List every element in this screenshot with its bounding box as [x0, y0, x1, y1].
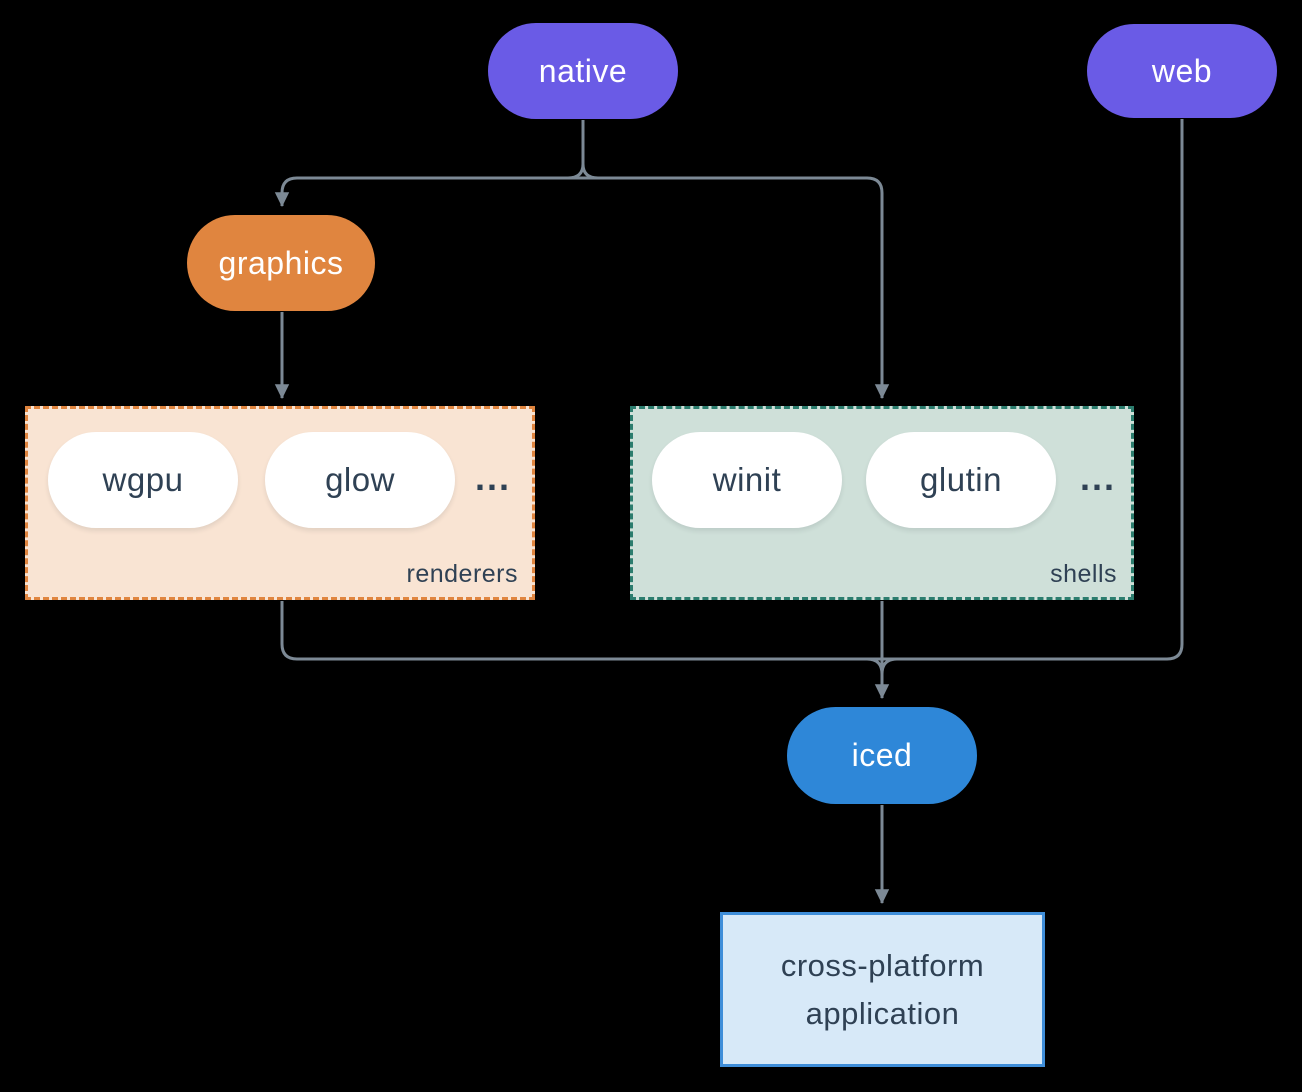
shells-ellipsis: ...	[1079, 457, 1116, 498]
node-wgpu: wgpu	[48, 432, 238, 528]
edge-native-shells	[581, 120, 890, 399]
edge-renderers-iced	[280, 601, 884, 686]
node-glow-label: glow	[325, 461, 395, 498]
renderers-ellipsis: ...	[474, 457, 511, 498]
node-native-label: native	[538, 52, 628, 89]
node-iced-label: iced	[851, 737, 913, 773]
node-winit: winit	[652, 432, 842, 528]
node-web: web	[1087, 24, 1277, 118]
renderers-group-label: renderers	[406, 560, 518, 588]
node-wgpu-label: wgpu	[102, 461, 184, 498]
shells-group-label: shells	[1050, 560, 1117, 588]
node-cross-platform-application: cross-platform application	[720, 912, 1045, 1067]
node-graphics-label: graphics	[218, 244, 344, 281]
node-web-label: web	[1151, 52, 1213, 89]
edge-native-graphics	[274, 120, 585, 207]
node-graphics: graphics	[187, 215, 375, 311]
node-glow: glow	[265, 432, 455, 528]
edge-web-iced	[880, 119, 1184, 686]
group-shells: winit glutin ... shells	[630, 406, 1134, 600]
group-renderers: wgpu glow ... renderers	[25, 406, 535, 600]
node-application-label: cross-platform application	[780, 947, 985, 1031]
node-iced: iced	[787, 707, 977, 804]
node-native: native	[488, 23, 678, 119]
node-glutin-label: glutin	[920, 461, 1002, 498]
node-glutin: glutin	[866, 432, 1056, 528]
node-winit-label: winit	[712, 461, 782, 498]
